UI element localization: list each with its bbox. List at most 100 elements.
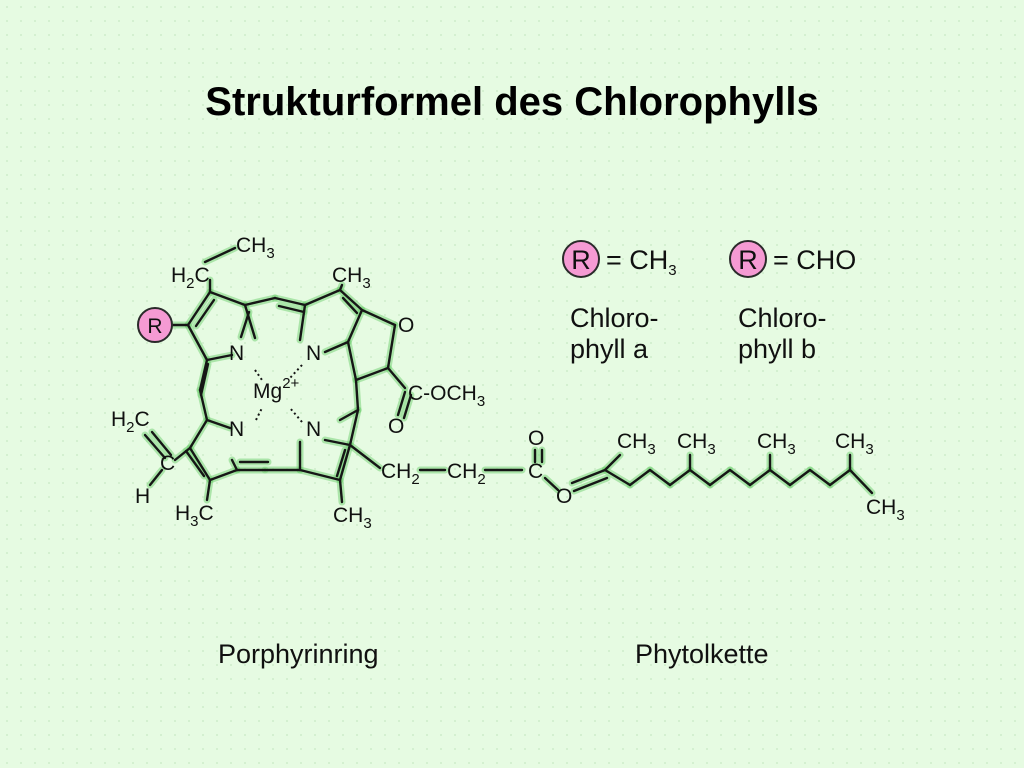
bond-line: [186, 323, 209, 362]
bond-line: [338, 408, 360, 422]
atom-phytol-ch3-1: CH3: [617, 430, 656, 458]
r-substituent-label: R: [147, 315, 162, 338]
bond-line: [150, 430, 173, 457]
bond-line: [298, 468, 342, 482]
bond-line: [341, 296, 359, 315]
legend-chlorophyll-a: R = CH3 Chloro- phyll a: [562, 240, 677, 364]
legend-a-line1: Chloro-: [570, 303, 659, 333]
atom-o-ketone: O: [398, 314, 414, 337]
bond-line: [543, 476, 560, 492]
bond-line: [205, 353, 234, 362]
bond-line: [205, 478, 212, 502]
bond-line: [603, 453, 622, 472]
bond-line: [346, 308, 364, 344]
bond-line: [572, 476, 609, 493]
bond-line: [205, 418, 232, 430]
r-substituent: R: [137, 307, 173, 343]
atom-ch2-1: CH2: [381, 460, 420, 488]
atom-ch3-ethyl: CH3: [236, 234, 275, 262]
mg-coordination-bonds: [254, 364, 303, 423]
bond-line: [143, 433, 167, 460]
atom-ch3-bottom: CH3: [333, 504, 372, 532]
atom-c-och3: C-OCH3: [408, 382, 485, 410]
atom-o-ester: O: [388, 415, 404, 438]
atom-ch3-top: CH3: [332, 264, 371, 292]
bond-line: [748, 468, 772, 487]
bond-line: [338, 478, 344, 504]
bond-line: [348, 443, 382, 470]
bond-line: [708, 468, 732, 487]
legend-a-line2: phyll a: [570, 334, 649, 364]
bond-line: [208, 468, 239, 482]
atom-o-link: O: [556, 485, 572, 508]
legend-a-r: R: [571, 245, 591, 275]
bond-line: [198, 358, 209, 392]
bond-lines: [141, 244, 876, 506]
atom-h-vinyl: H: [135, 485, 150, 508]
bond-line: [188, 418, 209, 450]
atom-phytol-ch3-4: CH3: [835, 430, 874, 458]
atom-mg: Mg2+: [253, 375, 300, 403]
bond-line: [386, 323, 397, 370]
bond-line: [354, 366, 390, 382]
bond-line: [208, 290, 247, 307]
bond-line: [203, 246, 237, 264]
bond-line: [243, 296, 277, 307]
bond-line: [199, 362, 210, 397]
bond-line: [348, 408, 360, 447]
bond-line: [648, 468, 672, 487]
bond-line: [808, 468, 832, 487]
bond-line: [303, 288, 342, 307]
legend-b-line2: phyll b: [738, 334, 816, 364]
bond-line: [386, 366, 407, 390]
bond-line: [335, 448, 347, 478]
bond-line: [338, 283, 344, 292]
porphyrin-atom-labels: CH3 H2C CH3 O N N N N Mg2+ C-OCH3 O H2C …: [111, 234, 485, 532]
bond-line: [323, 438, 352, 447]
bond-line: [828, 468, 852, 487]
propionate-labels: CH2 CH2 O C O: [381, 427, 572, 508]
bond-line: [848, 468, 874, 495]
bond-line: [188, 446, 212, 482]
bond-line: [346, 340, 358, 382]
bond-line: [338, 288, 364, 312]
bond-line: [148, 468, 164, 487]
legend-a-formula: = CH3: [606, 245, 677, 279]
bond-line: [354, 378, 360, 412]
bond-line: [298, 303, 307, 342]
atom-n-3: N: [229, 418, 244, 441]
bond-line: [184, 449, 206, 478]
atom-n-2: N: [306, 342, 321, 365]
bond-line: [360, 308, 397, 327]
legend-b-r: R: [738, 245, 758, 275]
atom-ch2-2: CH2: [447, 460, 486, 488]
bond-line: [338, 443, 352, 482]
phytol-labels: CH3 CH3 CH3 CH3 CH3: [617, 430, 905, 524]
bond-line: [273, 296, 307, 307]
atom-h3c-bottom: H3C: [175, 502, 214, 530]
atom-phytol-ch3-3: CH3: [757, 430, 796, 458]
caption-phytolkette: Phytolkette: [635, 639, 769, 669]
bond-line: [570, 468, 607, 485]
bond-line: [186, 290, 212, 327]
bond-line: [628, 468, 652, 487]
bond-line: [688, 468, 712, 487]
bond-line: [323, 340, 350, 354]
bond-line: [173, 446, 192, 462]
bond-line: [194, 298, 216, 328]
bond-line: [788, 468, 812, 487]
atom-phytol-ch3-2: CH3: [677, 430, 716, 458]
bond-line: [396, 390, 407, 417]
bond-line: [402, 393, 413, 420]
atom-n-4: N: [306, 418, 321, 441]
bond-line: [230, 458, 239, 472]
bond-line: [603, 468, 632, 487]
slide-title: Strukturformel des Chlorophylls: [205, 80, 819, 124]
legend-chlorophyll-b: R = CHO Chloro- phyll b: [729, 240, 856, 364]
bond-line: [668, 468, 692, 487]
bond-line: [277, 304, 306, 314]
bond-line: [243, 303, 257, 340]
bond-line: [768, 468, 792, 487]
atom-h2c-ethyl: H2C: [171, 264, 210, 292]
